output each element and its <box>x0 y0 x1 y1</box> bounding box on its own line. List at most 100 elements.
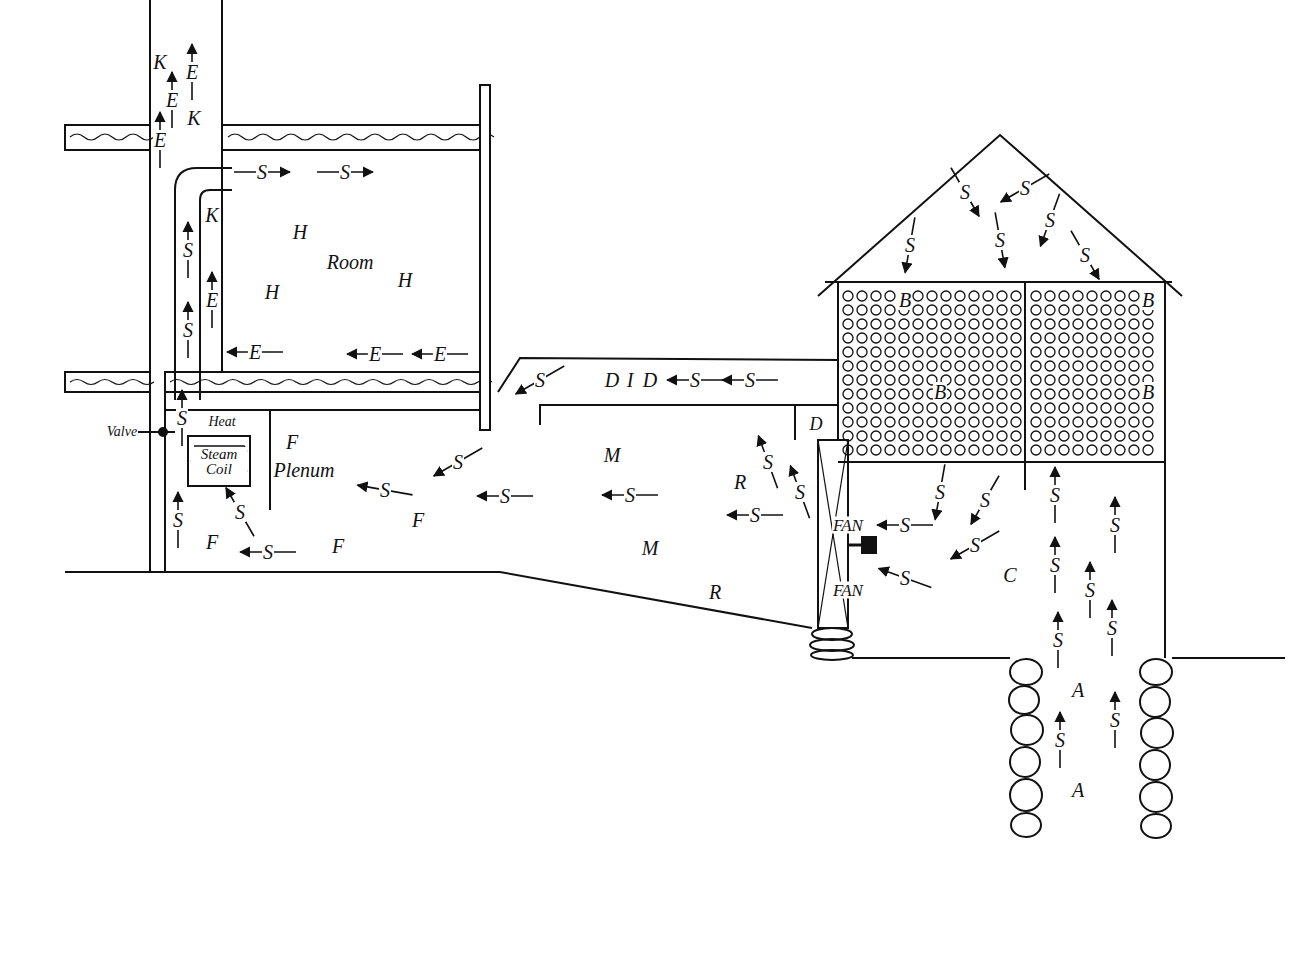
stone <box>871 431 881 441</box>
part-letter: B <box>1141 290 1155 310</box>
stone <box>1031 319 1041 329</box>
stone <box>1143 347 1153 357</box>
stone <box>899 375 909 385</box>
stone <box>1059 361 1069 371</box>
stone <box>885 417 895 427</box>
stone <box>899 319 909 329</box>
room-wall <box>480 85 490 430</box>
stone <box>1129 389 1139 399</box>
stone <box>871 389 881 399</box>
stone <box>1073 417 1083 427</box>
flow-letter: S <box>1084 580 1096 600</box>
stone <box>969 389 979 399</box>
stone <box>899 347 909 357</box>
stone <box>857 291 867 301</box>
stone <box>885 431 895 441</box>
stone <box>1011 305 1021 315</box>
flow-letter: S <box>1049 555 1061 575</box>
flow-letter: S <box>934 482 946 502</box>
stone <box>1011 375 1021 385</box>
stone <box>941 333 951 343</box>
stone <box>843 375 853 385</box>
stone <box>997 417 1007 427</box>
stone <box>1031 403 1041 413</box>
stone <box>1101 305 1111 315</box>
stone <box>857 403 867 413</box>
stone <box>997 333 1007 343</box>
stone <box>1101 291 1111 301</box>
stone <box>913 361 923 371</box>
stone <box>1009 686 1039 714</box>
stone <box>969 403 979 413</box>
part-letter: Plenum <box>272 460 335 480</box>
stone <box>927 431 937 441</box>
ground-line <box>65 571 500 573</box>
flow-letter: E <box>165 90 179 110</box>
stone <box>857 319 867 329</box>
upper-duct <box>540 405 838 425</box>
stone <box>1011 417 1021 427</box>
stone <box>1129 291 1139 301</box>
stone <box>1087 319 1097 329</box>
stone <box>1115 389 1125 399</box>
stone <box>1010 747 1040 777</box>
stone <box>885 361 895 371</box>
house-wall <box>1164 282 1166 658</box>
stone <box>913 389 923 399</box>
flow-letter: S <box>1044 210 1056 230</box>
stone <box>1073 319 1083 329</box>
flow-letter: S <box>1019 178 1031 198</box>
stone <box>1143 319 1153 329</box>
stone <box>1031 305 1041 315</box>
flow-letter: E <box>153 130 167 150</box>
stone <box>885 375 895 385</box>
stone <box>857 333 867 343</box>
steam-coil-box <box>188 436 250 486</box>
stone <box>955 403 965 413</box>
stone <box>927 319 937 329</box>
stone <box>1073 347 1083 357</box>
stone <box>1115 305 1125 315</box>
flow-letter: E <box>248 342 262 362</box>
house-wall <box>837 282 839 440</box>
flow-letter: S <box>339 162 351 182</box>
stone <box>1059 347 1069 357</box>
stone <box>941 445 951 455</box>
stone <box>1129 305 1139 315</box>
part-letter: I <box>626 370 635 390</box>
part-letter: F <box>285 432 299 452</box>
stone <box>1101 347 1111 357</box>
stone <box>1011 445 1021 455</box>
stone <box>857 431 867 441</box>
stone <box>899 431 909 441</box>
flow-letter: S <box>744 370 756 390</box>
stone <box>997 291 1007 301</box>
slab-grain <box>170 380 492 385</box>
part-letter: F <box>331 536 345 556</box>
flow-letter: S <box>689 370 701 390</box>
flow-letter: S <box>969 535 981 555</box>
floor-slab <box>65 372 150 392</box>
fan-axle <box>848 544 862 547</box>
stone <box>1073 445 1083 455</box>
stone <box>1011 361 1021 371</box>
stone <box>843 431 853 441</box>
flow-letter: S <box>182 240 194 260</box>
stone <box>1129 333 1139 343</box>
stone <box>1115 375 1125 385</box>
stone-bed <box>843 291 1153 455</box>
stone <box>1115 417 1125 427</box>
stone <box>1059 305 1069 315</box>
stone <box>983 305 993 315</box>
valve <box>159 428 167 436</box>
stone <box>843 417 853 427</box>
stone <box>913 305 923 315</box>
stone <box>983 333 993 343</box>
stone <box>1115 431 1125 441</box>
stone <box>885 445 895 455</box>
stone <box>871 403 881 413</box>
stone <box>1087 445 1097 455</box>
stone <box>857 305 867 315</box>
